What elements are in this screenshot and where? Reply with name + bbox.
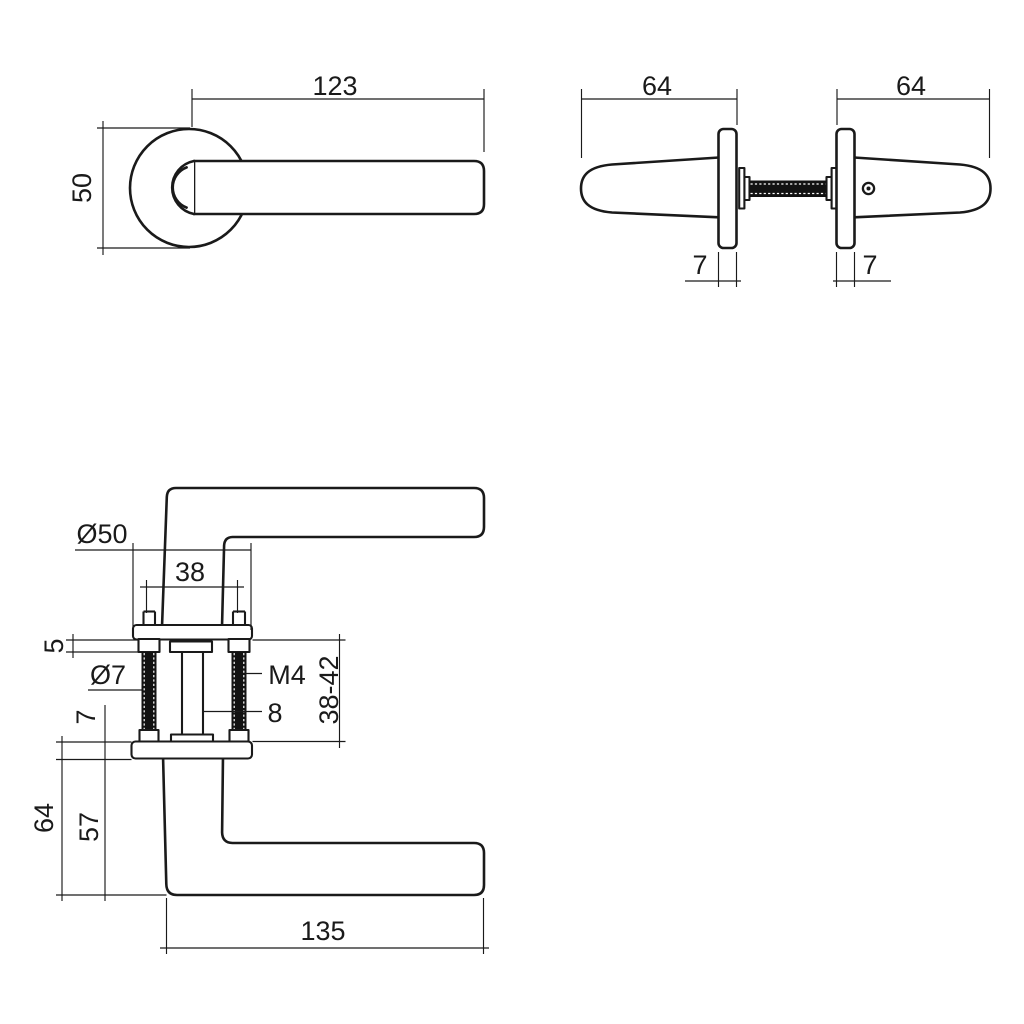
dim-left-rose-thickness: 7 xyxy=(685,250,741,287)
lower-rose-plate xyxy=(130,740,254,760)
door-range-label: 38-42 xyxy=(314,655,344,724)
dim-rose-diameter: Ø50 xyxy=(75,519,252,630)
upper-lever xyxy=(160,486,486,629)
hole-diameter-label: Ø7 xyxy=(90,660,126,690)
spindle-flange-left xyxy=(738,166,746,210)
right-bolt xyxy=(227,637,251,744)
right-rose-side xyxy=(835,127,856,250)
thread-label: M4 xyxy=(268,660,306,690)
dim-thread: M4 xyxy=(245,660,306,690)
dim-bolt-spacing: 38 xyxy=(140,557,244,613)
lever-height-label: 57 xyxy=(74,812,104,842)
front-rose-label: 50 xyxy=(67,173,97,203)
spindle xyxy=(168,640,215,744)
dim-left-grip: 64 xyxy=(580,71,738,158)
lever-length-label: 135 xyxy=(300,916,345,946)
dim-lever-height: 57 xyxy=(74,812,104,842)
left-bolt xyxy=(137,637,161,744)
dim-front-length: 123 xyxy=(191,71,485,152)
right-grip-label: 64 xyxy=(896,71,926,101)
rose-diameter-label: Ø50 xyxy=(76,519,127,549)
dim-rose-thickness: 7 xyxy=(56,705,132,901)
lower-lever xyxy=(161,753,486,897)
lever-bar xyxy=(192,159,486,216)
left-grip-label: 64 xyxy=(642,71,672,101)
dim-right-grip: 64 xyxy=(836,71,991,158)
bolt-head-label: 5 xyxy=(39,638,69,653)
mounting-view: Ø50 38 5 Ø7 7 xyxy=(29,486,489,954)
spindle-label: 8 xyxy=(267,698,282,728)
neck-inner-arc xyxy=(171,166,188,209)
left-rose-side xyxy=(717,127,738,250)
rose-thickness-label: 7 xyxy=(71,709,101,724)
dim-total-height: 64 xyxy=(29,736,167,901)
left-rose-thickness-label: 7 xyxy=(692,250,707,280)
screw-posts xyxy=(142,610,247,625)
right-grip xyxy=(852,156,992,219)
front-view: 123 50 xyxy=(67,71,486,255)
set-screw xyxy=(861,181,876,196)
threaded-spindle xyxy=(749,180,827,197)
front-length-label: 123 xyxy=(312,71,357,101)
total-height-label: 64 xyxy=(29,803,59,833)
dim-hole-diameter: Ø7 xyxy=(88,660,142,691)
side-view: 64 64 7 7 xyxy=(579,71,992,287)
dim-right-rose-thickness: 7 xyxy=(833,250,891,287)
dim-door-range: 38-42 xyxy=(252,634,346,748)
bolt-spacing-label: 38 xyxy=(175,557,205,587)
right-rose-thickness-label: 7 xyxy=(862,250,877,280)
dim-lever-length: 135 xyxy=(160,898,489,954)
upper-rose-plate xyxy=(131,623,254,641)
dim-front-rose: 50 xyxy=(67,121,190,255)
dim-spindle: 8 xyxy=(203,698,283,728)
left-grip xyxy=(579,156,721,219)
dim-bolt-head: 5 xyxy=(39,634,139,658)
